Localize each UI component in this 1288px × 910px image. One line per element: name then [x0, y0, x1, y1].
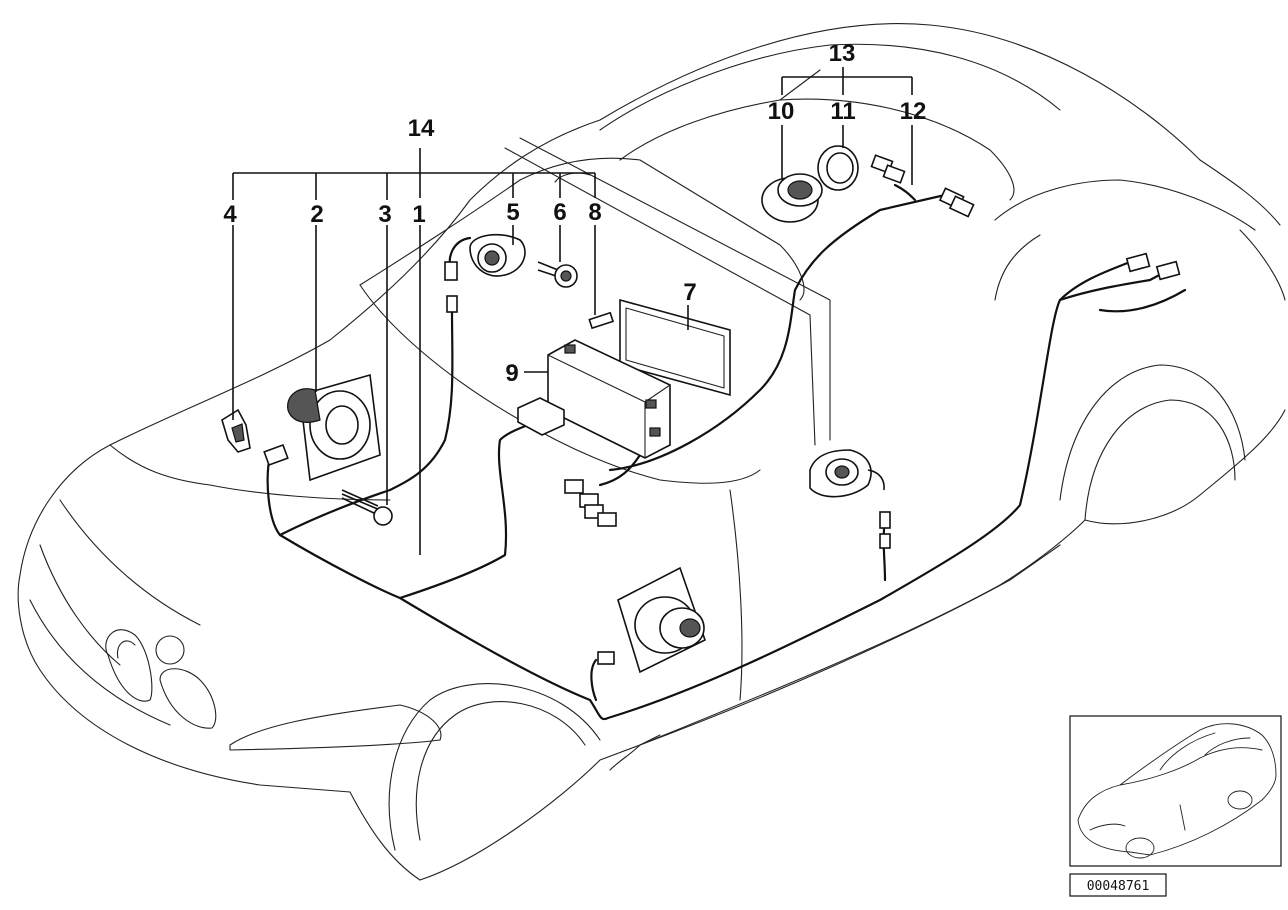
callout-5: 5: [506, 199, 519, 226]
radio-plug-connectors: [564, 479, 617, 527]
wiring-harness: [266, 183, 1187, 721]
callout-10: 10: [768, 98, 795, 125]
callout-4: 4: [223, 201, 237, 228]
amplifier-module: [517, 397, 565, 436]
rear-speaker-part-10: [761, 173, 823, 223]
rear-connectors: [1125, 252, 1181, 281]
car-body-outline: [17, 23, 1286, 881]
pin-part-8: [588, 311, 615, 330]
screw-part-3: [341, 489, 393, 526]
callout-8: 8: [588, 199, 601, 226]
leader-lines: [232, 67, 913, 555]
screw-part-6: [537, 261, 578, 288]
callout-14: 14: [408, 115, 435, 142]
connector-part-12: [870, 154, 975, 218]
callout-1: 1: [412, 201, 425, 228]
thumbnail-car: [1077, 723, 1277, 859]
callout-3: 3: [378, 201, 391, 228]
door-speaker-front: [597, 566, 706, 674]
callout-7: 7: [683, 279, 696, 306]
tweeter-part-5: [444, 233, 526, 313]
thumbnail-inset: 00048761: [1069, 715, 1282, 897]
clip-part-4: [221, 408, 251, 453]
callout-2: 2: [310, 201, 323, 228]
speaker-ring-part-11: [817, 145, 859, 191]
callout-9: 9: [505, 360, 518, 387]
speaker-front-left-part-2: [287, 373, 381, 482]
figure-code: 00048761: [1087, 879, 1150, 894]
callout-11: 11: [830, 98, 855, 125]
cover-plate-part-7: [619, 298, 731, 397]
callout-13: 13: [829, 40, 856, 67]
callout-12: 12: [900, 98, 927, 125]
callout-labels: 14 4 2 3 1 5 6 8 7 9 13 10 11 12: [223, 40, 926, 387]
door-speaker-rear: [809, 449, 891, 549]
connector-front-left: [263, 443, 289, 467]
callout-6: 6: [553, 199, 566, 226]
